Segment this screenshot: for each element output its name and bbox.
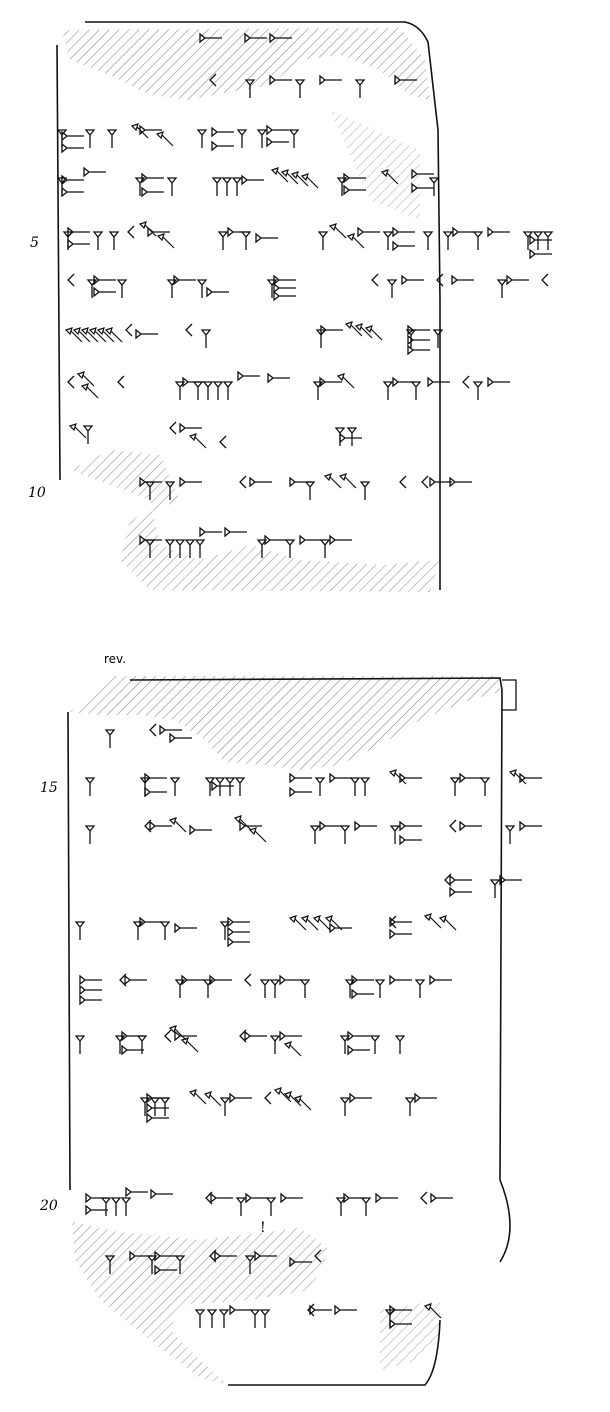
- obverse-top-damage: [62, 28, 430, 100]
- rev-line-17: [75, 913, 457, 947]
- rev-line-15: [85, 769, 543, 797]
- rev-line-19b: [140, 1087, 438, 1123]
- obv-line-6: [67, 273, 549, 301]
- rev-line-19: [75, 1025, 405, 1057]
- rev-line-20: [85, 1187, 454, 1217]
- obverse-section: [56, 21, 553, 592]
- line-number-20: 20: [39, 1198, 58, 1214]
- obv-line-10: [139, 473, 473, 501]
- reverse-label: rev.: [104, 652, 126, 666]
- obverse-outline: [56, 21, 441, 590]
- reverse-section: [67, 676, 543, 1386]
- obv-line-3: [57, 123, 299, 153]
- obv-line-8: [67, 371, 511, 401]
- reverse-bottom-damage: [72, 1222, 330, 1385]
- obv-line-5: [63, 221, 553, 259]
- reverse-top-damage: [70, 676, 500, 770]
- line-number-10: 10: [28, 485, 46, 501]
- obv-line-7: [65, 321, 443, 355]
- line-number-15: 15: [40, 780, 58, 796]
- rev-line-16: [85, 815, 543, 845]
- line-number-5: 5: [30, 235, 39, 251]
- obv-line-9: [69, 421, 363, 449]
- obverse-bottom-damage: [70, 450, 440, 592]
- rev-line-18: [79, 973, 453, 1005]
- exclamation-mark: !: [260, 1220, 266, 1236]
